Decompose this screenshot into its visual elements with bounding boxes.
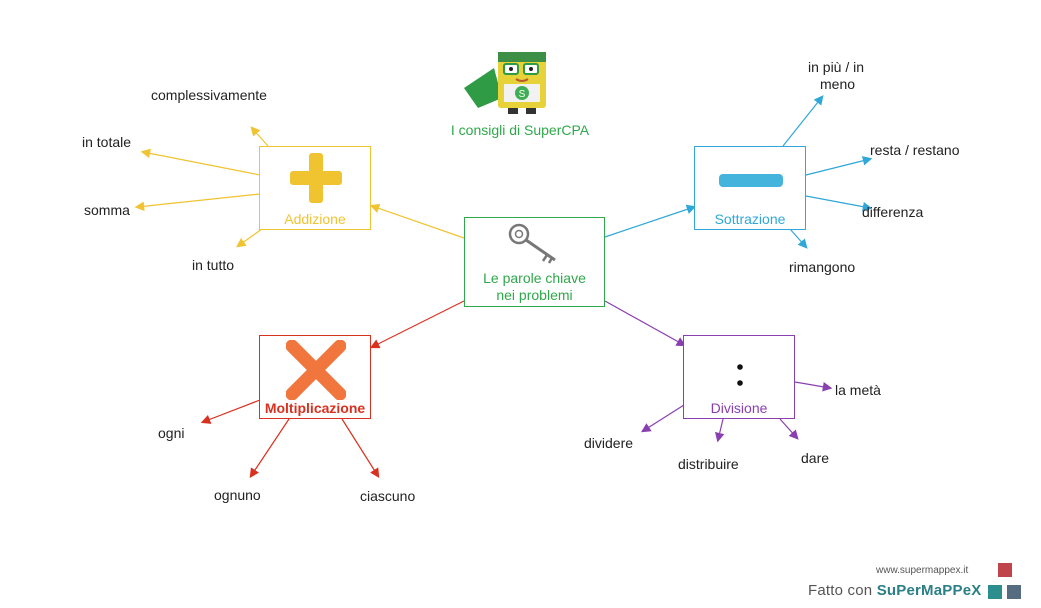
keyword-distribuire[interactable]: distribuire bbox=[678, 456, 739, 472]
link-add-somma bbox=[134, 193, 261, 212]
link-sot-resta bbox=[805, 156, 873, 176]
keyword-rimangono[interactable]: rimangono bbox=[789, 259, 856, 275]
link-div-distribuire bbox=[714, 418, 725, 443]
keyword-in-totale[interactable]: in totale bbox=[82, 134, 132, 150]
plus-icon bbox=[290, 153, 342, 203]
keyword-ognuno[interactable]: ognuno bbox=[214, 487, 261, 503]
link-sot-rimangono bbox=[789, 228, 808, 249]
keyword-ogni[interactable]: ogni bbox=[158, 425, 185, 441]
link-add-complessivamente bbox=[250, 126, 269, 147]
footer-slate-square-icon bbox=[1007, 585, 1021, 599]
keyword-meno[interactable]: meno bbox=[820, 76, 856, 92]
footer-made-with: Fatto con SuPerMaPPeX bbox=[808, 582, 981, 599]
keyword-in-tutto[interactable]: in tutto bbox=[192, 257, 235, 273]
link-mol-ognuno bbox=[249, 418, 290, 478]
keyword-differenza[interactable]: differenza bbox=[862, 204, 924, 220]
node-sottrazione[interactable]: Sottrazione bbox=[694, 146, 806, 230]
keyword-la-meta[interactable]: la metà bbox=[835, 382, 881, 398]
minus-icon bbox=[719, 174, 783, 187]
keyword-complessivamente[interactable]: complessivamente bbox=[151, 87, 267, 103]
node-sottrazione-label: Sottrazione bbox=[714, 211, 786, 227]
key-icon bbox=[508, 223, 556, 264]
footer-url[interactable]: www.supermappex.it bbox=[876, 565, 969, 576]
colon-division-icon bbox=[737, 364, 743, 386]
center-label-line1: Le parole chiave bbox=[483, 270, 586, 286]
center-label-line2: nei problemi bbox=[496, 287, 573, 303]
node-divisione-label: Divisione bbox=[710, 400, 768, 416]
keyword-dividere[interactable]: dividere bbox=[584, 435, 634, 451]
link-mol-ogni bbox=[200, 399, 261, 424]
header-title: I consigli di SuperCPA bbox=[450, 122, 590, 138]
supercpa-mascot-icon: S bbox=[460, 48, 560, 120]
link-div-dividere bbox=[640, 404, 685, 433]
link-add-totale bbox=[140, 148, 261, 176]
keyword-resta-restano[interactable]: resta / restano bbox=[870, 142, 960, 158]
footer-brand: SuPerMaPPeX bbox=[876, 582, 982, 599]
link-center-moltiplicazione bbox=[369, 300, 465, 349]
node-addizione[interactable]: Addizione bbox=[259, 146, 371, 230]
link-add-tutto bbox=[236, 228, 263, 248]
link-center-sottrazione bbox=[604, 204, 697, 238]
link-mol-ciascuno bbox=[341, 418, 380, 479]
link-div-meta bbox=[794, 381, 833, 392]
node-moltiplicazione-label: Moltiplicazione bbox=[264, 400, 366, 416]
keyword-somma[interactable]: somma bbox=[84, 202, 130, 218]
link-center-divisione bbox=[604, 300, 687, 347]
keyword-in-piu-in[interactable]: in più / in bbox=[808, 59, 865, 75]
svg-text:S: S bbox=[519, 89, 526, 100]
link-sot-differenza bbox=[805, 195, 873, 212]
link-sot-piu bbox=[782, 95, 824, 147]
node-moltiplicazione[interactable]: Moltiplicazione bbox=[259, 335, 371, 419]
node-addizione-label: Addizione bbox=[284, 211, 346, 227]
keyword-dare[interactable]: dare bbox=[801, 450, 830, 466]
footer-teal-square-icon bbox=[988, 585, 1002, 599]
center-node[interactable]: Le parole chiave nei problemi bbox=[464, 217, 605, 307]
link-div-dare bbox=[779, 418, 799, 440]
link-center-addizione bbox=[369, 203, 465, 239]
keyword-ciascuno[interactable]: ciascuno bbox=[360, 488, 416, 504]
node-divisione[interactable]: Divisione bbox=[683, 335, 795, 419]
times-icon bbox=[286, 340, 346, 400]
footer-red-square-icon bbox=[998, 563, 1012, 577]
footer-made-prefix: Fatto con bbox=[808, 582, 877, 599]
